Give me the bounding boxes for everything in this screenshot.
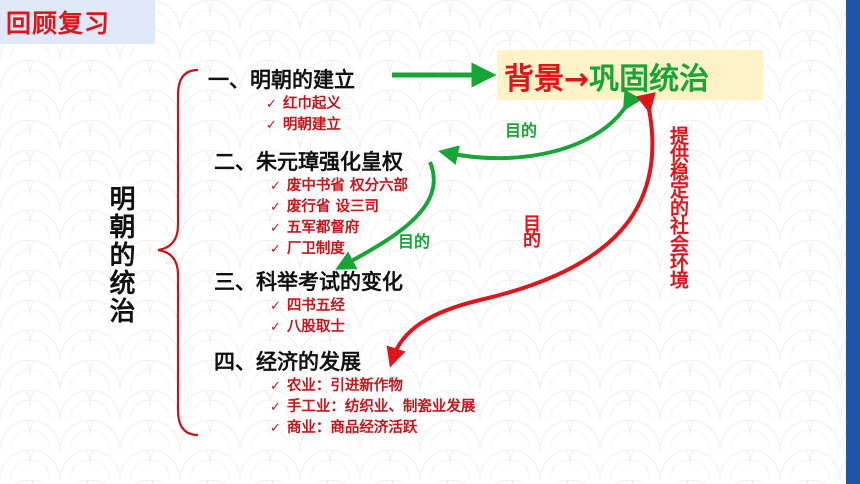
list-item: ✓农业：引进新作物 bbox=[270, 378, 403, 394]
check-icon: ✓ bbox=[266, 118, 277, 133]
list-item: ✓明朝建立 bbox=[266, 117, 341, 133]
check-icon: ✓ bbox=[270, 200, 281, 215]
goal-arrow-glyph: → bbox=[564, 62, 590, 97]
goal-background-label: 背景 bbox=[504, 62, 564, 97]
purpose-label-top: 目的 bbox=[505, 121, 538, 140]
section-items-founding: ✓红巾起义 ✓明朝建立 bbox=[266, 94, 341, 136]
purpose-label-mid: 目的 bbox=[398, 232, 431, 251]
check-icon: ✓ bbox=[270, 421, 281, 436]
list-item: ✓四书五经 bbox=[270, 298, 345, 314]
goal-main-label: 巩固统治 bbox=[589, 62, 710, 97]
list-item: ✓红巾起义 bbox=[266, 96, 341, 112]
list-item: ✓八股取士 bbox=[270, 319, 345, 335]
check-icon: ✓ bbox=[270, 320, 281, 335]
check-icon: ✓ bbox=[266, 97, 277, 112]
check-icon: ✓ bbox=[270, 400, 281, 415]
section-heading-exam: 三、科举考试的变化 bbox=[214, 270, 403, 294]
section-items-imperial-power: ✓废中书省 权分六部 ✓废行省 设三司 ✓五军都督府 ✓厂卫制度 bbox=[270, 176, 408, 260]
review-badge-label: 回顾复习 bbox=[6, 9, 111, 38]
list-item: ✓废行省 设三司 bbox=[270, 199, 379, 215]
check-icon: ✓ bbox=[270, 221, 281, 236]
list-item: ✓废中书省 权分六部 bbox=[270, 178, 408, 194]
section-heading-founding: 一、明朝的建立 bbox=[208, 68, 355, 92]
section-heading-economy: 四、经济的发展 bbox=[214, 350, 361, 374]
environment-label: 提供稳定的社会环境 bbox=[667, 126, 689, 288]
list-item: ✓五军都督府 bbox=[270, 220, 360, 236]
check-icon: ✓ bbox=[270, 242, 281, 257]
list-item: ✓厂卫制度 bbox=[270, 241, 345, 257]
check-icon: ✓ bbox=[270, 299, 281, 314]
side-title: 明朝的统治 bbox=[105, 185, 135, 325]
check-icon: ✓ bbox=[270, 179, 281, 194]
list-item: ✓手工业：纺织业、制瓷业发展 bbox=[270, 399, 476, 415]
section-items-economy: ✓农业：引进新作物 ✓手工业：纺织业、制瓷业发展 ✓商业：商品经济活跃 bbox=[270, 376, 475, 439]
list-item: ✓商业：商品经济活跃 bbox=[270, 420, 418, 436]
review-badge bbox=[0, 0, 155, 44]
section-heading-imperial-power: 二、朱元璋强化皇权 bbox=[214, 150, 403, 174]
goal-text: 背景→巩固统治 bbox=[504, 54, 709, 98]
right-accent-bar bbox=[846, 0, 860, 484]
purpose-label-vertical: 目的 bbox=[520, 214, 541, 246]
section-items-exam: ✓四书五经 ✓八股取士 bbox=[270, 296, 345, 338]
check-icon: ✓ bbox=[270, 379, 281, 394]
